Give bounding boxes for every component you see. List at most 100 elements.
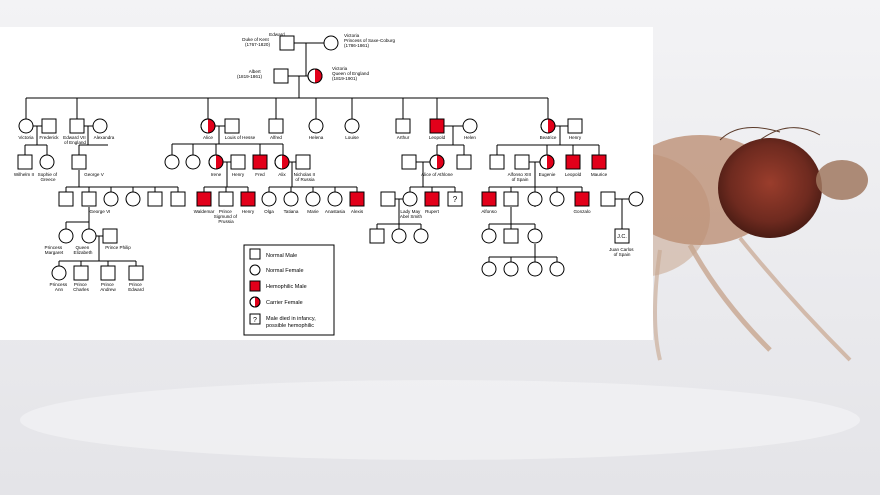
edward-kent-symbol <box>279 35 295 51</box>
irene-label: Irene <box>211 172 222 177</box>
spain-ggc-2-symbol <box>503 261 519 277</box>
george5-symbol <box>71 154 87 170</box>
legend-carrier-female-swatch <box>249 296 261 308</box>
waldemar-hemophilic-symbol <box>196 191 212 207</box>
leopold-child-2-symbol <box>456 154 472 170</box>
alfonso-hemophilic-symbol <box>481 191 497 207</box>
olga-symbol <box>261 191 277 207</box>
queen-victoria-label: Victoria Queen of England (1819-1901) <box>332 66 370 81</box>
nicholas-label: Nicholas II of Russia <box>294 172 317 182</box>
louise-symbol <box>344 118 360 134</box>
leopold-hemophilic-symbol <box>429 118 445 134</box>
henry-beatrice-label: Henry <box>569 135 582 140</box>
juan-carlos-symbol <box>614 228 630 244</box>
spain-gc-3-symbol <box>527 228 543 244</box>
anne-symbol <box>51 265 67 281</box>
infant-unknown-mark: ? <box>453 195 458 204</box>
eugenie-carrier-symbol <box>539 154 555 170</box>
george6-label: George VI <box>90 209 111 214</box>
henry-beatrice-symbol <box>567 118 583 134</box>
juan-carlos-initials: J.C. <box>617 234 627 240</box>
spain-child-2-symbol <box>503 191 519 207</box>
andrew-label: Prince Andrew <box>100 282 116 292</box>
pedigree-chart: Edward Duke of Kent (1767-1820) Victoria… <box>14 32 644 336</box>
george5-child-1-symbol <box>58 191 74 207</box>
albert-symbol <box>273 68 289 84</box>
henry-irene-label: Henry <box>232 172 245 177</box>
alice-label: Alice <box>203 135 213 140</box>
legend-died-infancy-label: Male died in infancy, possible hemophili… <box>266 316 317 329</box>
victoria-daughter-symbol <box>18 118 34 134</box>
beatrice-carrier-symbol <box>540 118 556 134</box>
louis-hesse-label: Louis of Hesse <box>225 135 256 140</box>
helen-label: Helen <box>464 135 476 140</box>
alix-carrier-symbol <box>274 154 290 170</box>
sigmund-symbol <box>218 191 234 207</box>
margaret-symbol <box>58 228 74 244</box>
gonzalo-hemophilic-symbol <box>574 191 590 207</box>
maurice-label: Maurice <box>591 172 608 177</box>
tatiana-symbol <box>283 191 299 207</box>
alfonso13-symbol <box>514 154 530 170</box>
may-child-1-symbol <box>369 228 385 244</box>
alexandra-label: Alexandra <box>94 135 115 140</box>
louise-label: Louise <box>345 135 359 140</box>
wilhelm-label: Wilhelm II <box>14 172 34 177</box>
victoria-saxe-label: Victoria Princess of Saxe-Coburg (1786-1… <box>344 33 396 48</box>
alix-label: Alix <box>278 172 286 177</box>
sophie-symbol <box>39 154 55 170</box>
spain-gc-1-symbol <box>481 228 497 244</box>
anastasia-label: Anastasia <box>325 209 346 214</box>
legend-normal-female-label: Normal Female <box>266 268 304 274</box>
spain-spouse-symbol <box>628 191 644 207</box>
alfonso-label: Alfonso <box>481 209 497 214</box>
nicholas-symbol <box>295 154 311 170</box>
henry-hemophilic-symbol <box>240 191 256 207</box>
juan-carlos-label: Juan Carlos of Spain <box>609 247 635 257</box>
legend-normal-male-swatch <box>249 248 261 260</box>
frederick-label: Frederick <box>39 135 59 140</box>
george5-child-4-symbol <box>125 191 141 207</box>
edward7-symbol <box>69 118 85 134</box>
edward-symbol <box>128 265 144 281</box>
leopold-label: Leopold <box>429 135 446 140</box>
fred-label: Fred <box>255 172 265 177</box>
george5-child-6-symbol <box>170 191 186 207</box>
waldemar-label: Waldemar <box>194 209 215 214</box>
henry-irene-symbol <box>230 154 246 170</box>
anne-label: Princess Ann <box>50 282 69 292</box>
rupert-label: Rupert <box>425 209 440 214</box>
helena-label: Helena <box>309 135 324 140</box>
gonzalo-label: Gonzalo <box>573 209 591 214</box>
george5-child-5-symbol <box>147 191 163 207</box>
olga-label: Olga <box>264 209 274 214</box>
arthur-label: Arthur <box>397 135 410 140</box>
elizabeth-label: Queen Elizabeth <box>74 245 93 255</box>
frederick-symbol <box>41 118 57 134</box>
louis-hesse-symbol <box>224 118 240 134</box>
spain-ggc-4-symbol <box>549 261 565 277</box>
spain-ggc-3-symbol <box>527 261 543 277</box>
beatrice-child-1-symbol <box>489 154 505 170</box>
helena-symbol <box>308 118 324 134</box>
legend-normal-female-swatch <box>249 264 261 276</box>
lady-may-label: Lady May Abel Smith <box>400 209 423 219</box>
alexis-hemophilic-symbol <box>349 191 365 207</box>
spain-ggc-1-symbol <box>481 261 497 277</box>
spain-child-3-symbol <box>527 191 543 207</box>
alice-athlone-carrier-symbol <box>429 154 445 170</box>
athlone-spouse-symbol <box>380 191 396 207</box>
margaret-label: Princess Margaret <box>45 245 64 255</box>
legend-died-infancy-mark: ? <box>253 317 257 324</box>
sophie-label: Sophie of Greece <box>38 172 59 182</box>
tatiana-label: Tatiana <box>284 209 299 214</box>
legend-hemophilic-male-swatch <box>249 280 261 292</box>
legend-died-infancy-swatch <box>249 313 261 325</box>
marie-symbol <box>305 191 321 207</box>
lady-may-symbol <box>402 191 418 207</box>
beatrice-label: Beatrice <box>540 135 557 140</box>
irene-carrier-symbol <box>208 154 224 170</box>
victoria-daughter-label: Victoria <box>18 135 34 140</box>
elizabeth-symbol <box>81 228 97 244</box>
alfonso13-label: Alfonso XIII of Spain <box>508 172 533 182</box>
